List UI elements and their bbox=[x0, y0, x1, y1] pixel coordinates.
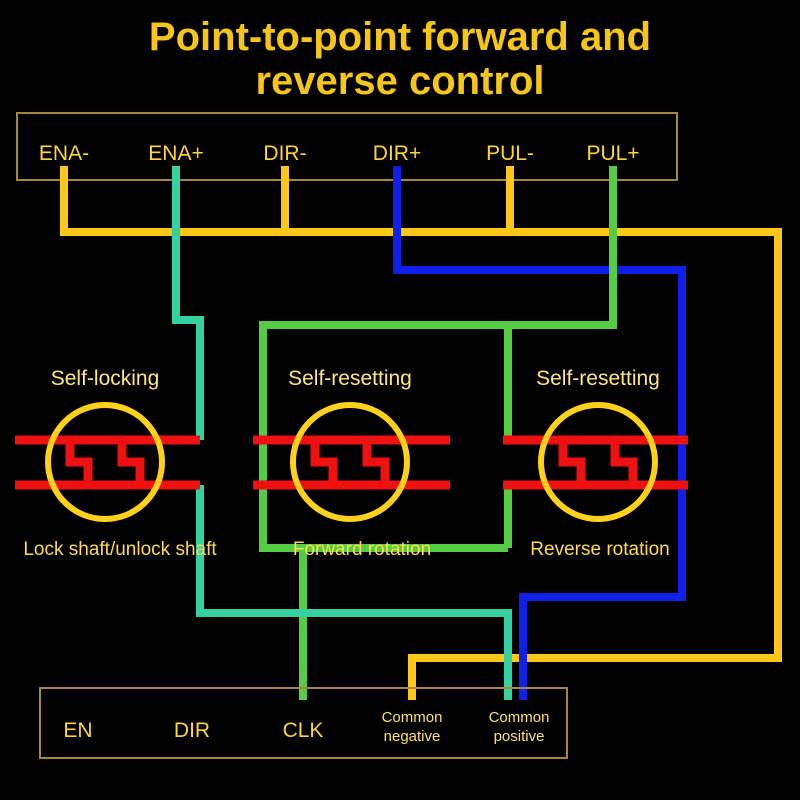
wire-ena-plus-lower bbox=[196, 485, 512, 700]
switch-forward-rotation[interactable]: Self-resetting Forward rotation bbox=[253, 367, 450, 560]
controller-terminal-label-common-negative-line1: Common bbox=[382, 709, 443, 726]
switch-self-locking-type: Self-locking bbox=[51, 367, 160, 390]
driver-terminal-label-dir-plus: DIR+ bbox=[373, 142, 421, 165]
switch-reverse-ring[interactable] bbox=[538, 402, 658, 522]
switch-reverse-rotation[interactable]: Self-resetting Reverse rotation bbox=[503, 367, 688, 560]
driver-terminal-label-dir-minus: DIR- bbox=[263, 142, 306, 165]
diagram-title-line1: Point-to-point forward and bbox=[149, 15, 651, 59]
switch-self-locking-ring[interactable] bbox=[45, 402, 165, 522]
switch-self-locking[interactable]: Self-locking Lock shaft/unlock shaft bbox=[15, 367, 217, 560]
driver-terminal-label-ena-plus: ENA+ bbox=[148, 142, 203, 165]
controller-terminal-label-common-positive-line1: Common bbox=[489, 709, 550, 726]
controller-terminal-label-common-positive-line2: positive bbox=[494, 728, 545, 745]
switch-self-locking-contact-left bbox=[62, 435, 95, 490]
switch-forward-contact-left bbox=[307, 435, 340, 490]
switch-reverse-function: Reverse rotation bbox=[530, 539, 669, 560]
switch-forward-ring[interactable] bbox=[290, 402, 410, 522]
diagram-title-line2: reverse control bbox=[255, 59, 544, 103]
wire-common-negative-bus bbox=[60, 166, 782, 700]
switch-forward-type: Self-resetting bbox=[288, 367, 412, 390]
switch-self-locking-function: Lock shaft/unlock shaft bbox=[23, 539, 217, 560]
controller-terminal-label-clk: CLK bbox=[283, 719, 324, 742]
controller-terminal-label-common-negative-line2: negative bbox=[384, 728, 441, 745]
controller-terminal-label-dir: DIR bbox=[174, 719, 210, 742]
switch-reverse-contact-left bbox=[555, 435, 588, 490]
wire-dir-plus bbox=[393, 166, 686, 700]
switch-forward-contact-right bbox=[360, 435, 393, 490]
wire-pul-plus bbox=[259, 166, 617, 552]
driver-terminal-label-pul-plus: PUL+ bbox=[586, 142, 639, 165]
switch-reverse-contact-right bbox=[608, 435, 641, 490]
switch-reverse-type: Self-resetting bbox=[536, 367, 660, 390]
switch-forward-function: Forward rotation bbox=[293, 539, 431, 560]
driver-terminal-block bbox=[16, 112, 678, 181]
wire-ena-plus-upper bbox=[172, 166, 204, 440]
switch-self-locking-contact-right bbox=[115, 435, 148, 490]
driver-terminal-label-ena-minus: ENA- bbox=[39, 142, 89, 165]
driver-terminal-label-pul-minus: PUL- bbox=[486, 142, 534, 165]
controller-terminal-label-en: EN bbox=[63, 719, 92, 742]
controller-terminal-block bbox=[39, 687, 568, 759]
